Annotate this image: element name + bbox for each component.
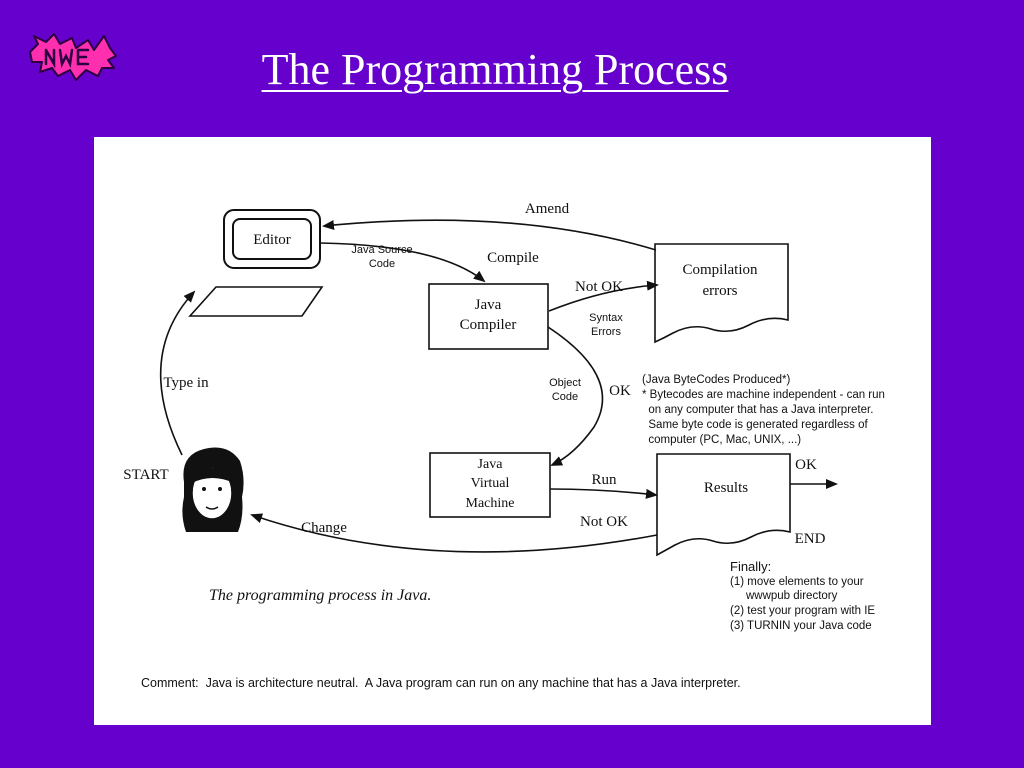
label-type-in: Type in [163,375,209,391]
node-results-label: Results [704,480,748,496]
finally-note-line: wwwpub directory [730,590,838,602]
keyboard-icon [188,286,324,317]
label-java-source-code-2: Code [369,258,395,270]
label-start: START [123,467,168,483]
edge-run [549,488,658,499]
edge-amend [322,219,657,251]
finally-note-line: (2) test your program with IE [730,605,875,617]
finally-note-heading: Finally: [730,559,771,574]
edge-not-ok-compile [548,280,659,312]
node-java-compiler-line2: Compiler [460,317,517,333]
node-jvm-line1: Java [478,457,504,472]
label-amend: Amend [525,201,570,217]
finally-note: Finally: (1) move elements to your wwwpu… [730,559,875,632]
edge-change [250,513,658,553]
label-java-source-code-1: Java Source [351,244,412,256]
node-jvm-line2: Virtual [471,476,510,491]
label-not-ok-results: Not OK [580,514,628,530]
label-run: Run [591,472,617,488]
editor-monitor [188,209,324,317]
node-jvm [429,452,551,518]
slide-title: The Programming Process [261,45,729,94]
bytecode-note-line: computer (PC, Mac, UNIX, ...) [642,434,801,446]
bytecode-note-line: Same byte code is generated regardless o… [642,419,868,431]
label-compile: Compile [487,250,539,266]
label-syntax-errors-2: Errors [591,326,621,338]
node-jvm-line3: Machine [466,496,515,511]
diagram-svg: Editor Java Compiler Compilation errors … [123,201,885,690]
label-change: Change [301,520,347,536]
bytecode-note: (Java ByteCodes Produced*) * Bytecodes a… [642,374,885,446]
logo-icon [29,33,117,81]
edge-type-in [159,290,196,456]
label-end: END [795,531,826,547]
node-compilation-errors-line1: Compilation [683,262,759,278]
comment-text: Comment: Java is architecture neutral. A… [141,676,741,690]
node-results [656,453,791,557]
edge-compile [319,242,486,283]
edge-object-code [547,326,604,466]
label-object-code-2: Code [552,391,578,403]
diagram-caption: The programming process in Java. [209,587,431,604]
node-java-compiler [428,283,549,350]
node-java-compiler-line1: Java [475,297,502,313]
label-not-ok-compile: Not OK [575,279,623,295]
diagram-panel: Editor Java Compiler Compilation errors … [94,137,931,725]
bytecode-note-line: (Java ByteCodes Produced*) [642,374,790,386]
label-object-code-1: Object [549,377,581,389]
bytecode-note-line: * Bytecodes are machine independent - ca… [642,389,885,401]
programmer-icon [182,447,244,532]
label-ok-compile: OK [609,383,631,399]
bytecode-note-line: on any computer that has a Java interpre… [642,404,873,416]
finally-note-line: (3) TURNIN your Java code [730,620,872,632]
label-ok-results: OK [795,457,817,473]
node-compilation-errors-line2: errors [703,283,738,299]
label-syntax-errors-1: Syntax [589,312,623,324]
node-compilation-errors [654,243,789,344]
finally-note-line: (1) move elements to your [730,576,864,588]
node-editor-label: Editor [253,232,291,248]
